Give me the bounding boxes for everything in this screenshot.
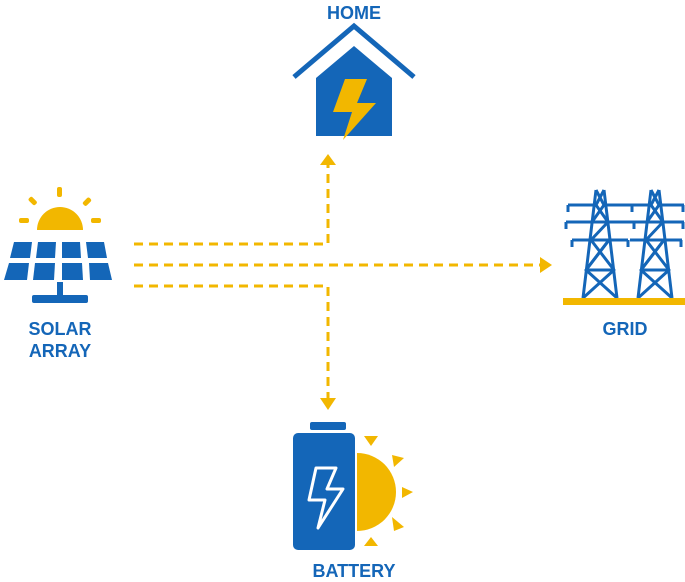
- flow-arrowheads: [320, 154, 552, 410]
- solar-label-line1: SOLAR: [28, 319, 92, 339]
- transmission-tower-icon: [563, 189, 685, 305]
- flow-line-solar-to-battery: [134, 284, 330, 402]
- battery-icon: [293, 422, 355, 550]
- grid-label: GRID: [602, 319, 648, 339]
- battery-label: BATTERY: [312, 561, 396, 581]
- solar-panel-with-sun-icon: [4, 187, 112, 303]
- house-with-lightning-icon: [292, 22, 416, 140]
- battery-with-sun-icon: [293, 422, 413, 550]
- arrowhead-up-icon: [320, 154, 336, 165]
- flow-lines: [134, 165, 540, 402]
- solar-array-label: SOLAR ARRAY: [10, 318, 110, 362]
- home-label: HOME: [327, 3, 381, 23]
- solar-label-line2: ARRAY: [28, 341, 92, 361]
- solar-panel-icon: [4, 242, 112, 303]
- sun-icon: [357, 436, 413, 546]
- sun-icon: [19, 187, 101, 230]
- flow-line-solar-to-home: [134, 165, 330, 246]
- arrowhead-down-icon: [320, 398, 336, 410]
- arrowhead-right-icon: [540, 257, 552, 273]
